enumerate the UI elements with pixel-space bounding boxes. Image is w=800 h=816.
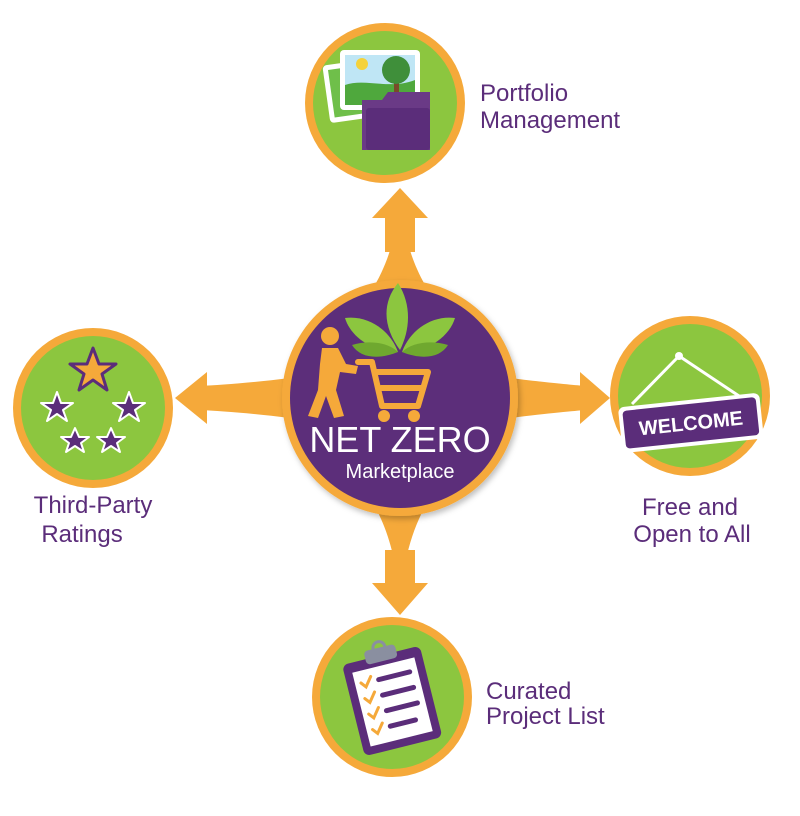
arrow-up [372, 188, 428, 218]
portfolio-label-line1: Portfolio [480, 80, 568, 107]
portfolio-label-line2: Management [480, 107, 620, 134]
open-label-line2: Open to All [633, 521, 750, 548]
curated-label-line2: Project List [486, 703, 605, 730]
open-label-line1: Free and [642, 494, 738, 521]
center-title: NET ZERO [309, 419, 490, 460]
node-ratings [13, 328, 173, 488]
arrow-down [372, 583, 428, 615]
curated-label-line1: Curated [486, 678, 571, 705]
node-curated [312, 617, 472, 777]
arrow-left [175, 372, 207, 424]
center-hub [282, 280, 518, 516]
photo-folder-icon [322, 50, 430, 150]
shopper-with-plant-cart-icon [308, 283, 455, 422]
center-subtitle: Marketplace [346, 461, 455, 483]
arrow-right [580, 372, 610, 424]
ratings-label-line2: Ratings [41, 521, 122, 548]
clipboard-checklist-icon [343, 640, 442, 755]
node-open [610, 316, 770, 476]
node-portfolio [305, 23, 465, 183]
ratings-label-line1: Third-Party [34, 492, 153, 519]
welcome-sign-icon [618, 352, 764, 453]
stars-icon [40, 346, 146, 453]
